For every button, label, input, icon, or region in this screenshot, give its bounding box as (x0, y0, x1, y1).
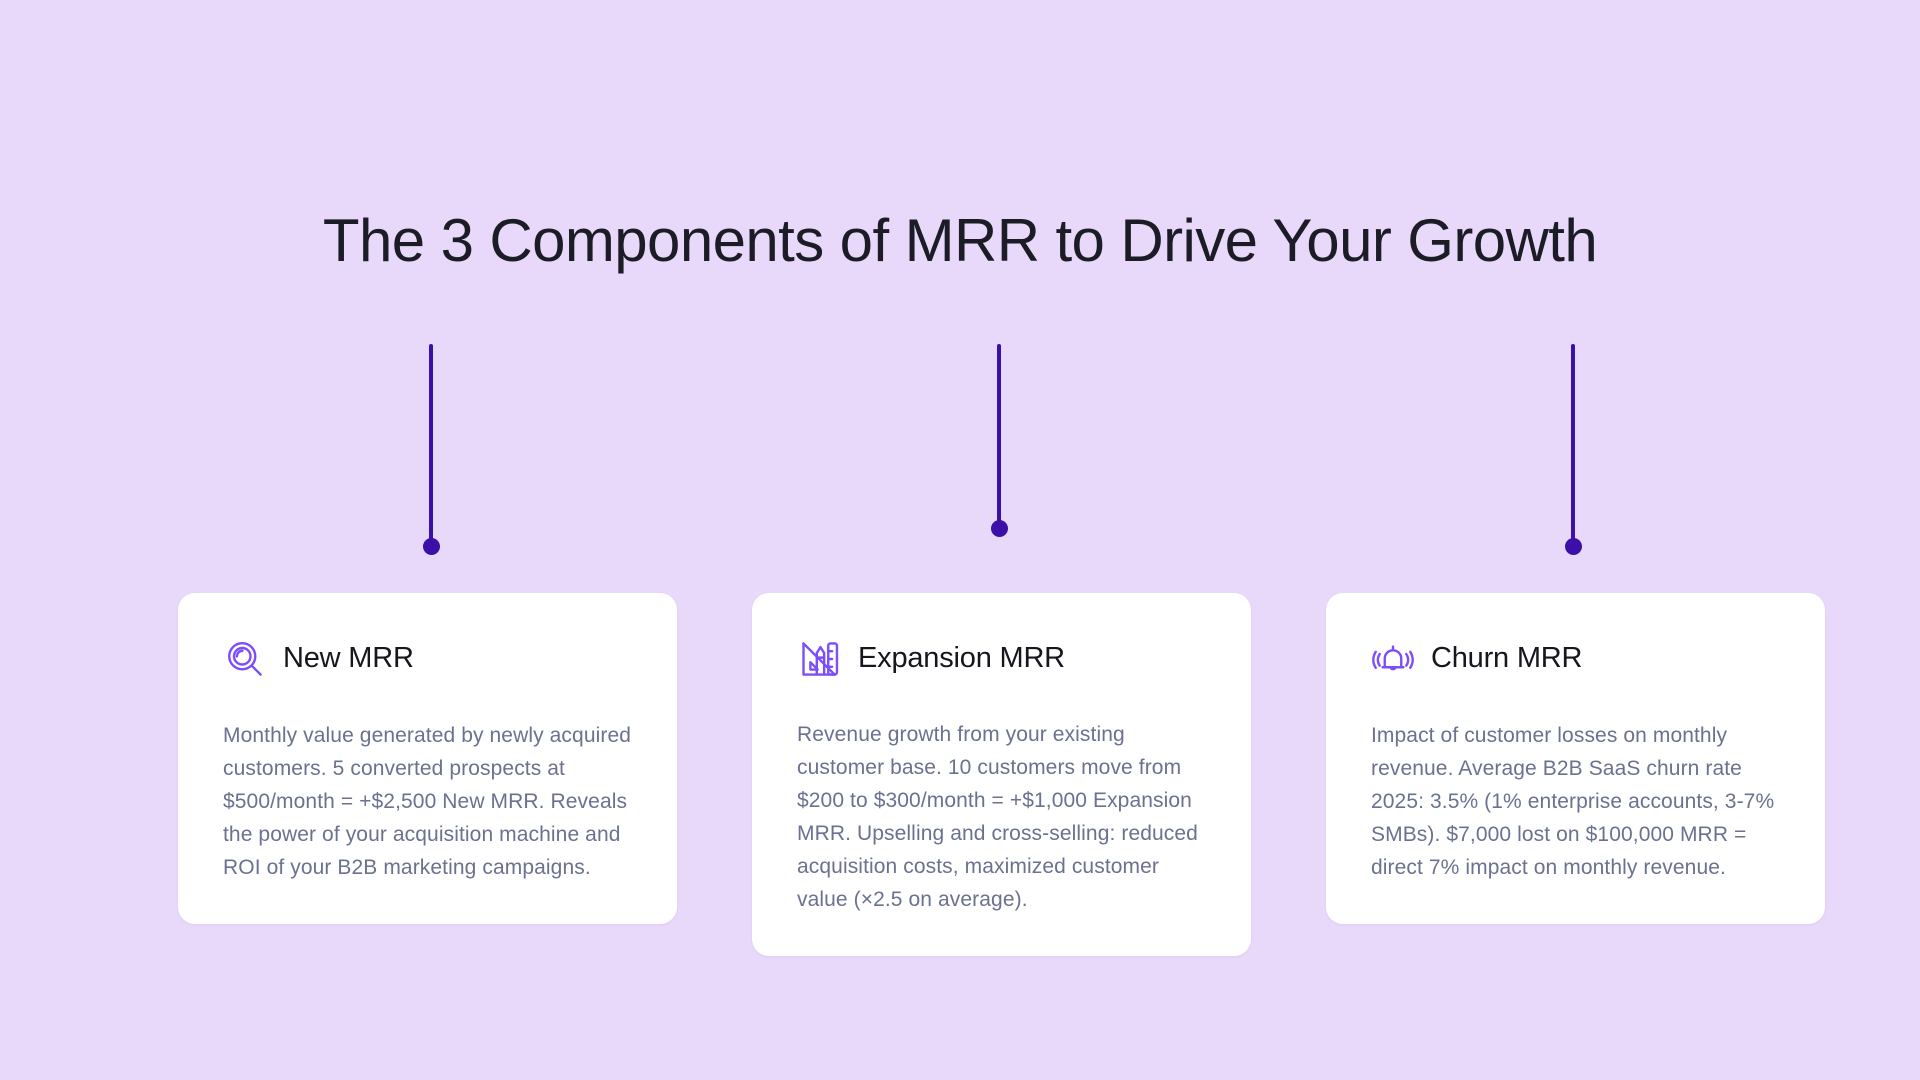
ringing-bell-icon (1371, 637, 1415, 681)
card-expansion-mrr: Expansion MRR Revenue growth from your e… (752, 593, 1251, 956)
connector-expansion-mrr (990, 344, 1008, 537)
connector-churn-mrr (1564, 344, 1582, 555)
card-header: New MRR (223, 637, 632, 681)
connector-dot (1564, 538, 1582, 555)
page-title: The 3 Components of MRR to Drive Your Gr… (322, 207, 1598, 274)
card-title: New MRR (283, 642, 414, 675)
connector-line (429, 344, 433, 540)
card-description: Monthly value generated by newly acquire… (223, 724, 632, 879)
card-new-mrr: New MRR Monthly value generated by newly… (178, 593, 677, 924)
card-title: Churn MRR (1431, 642, 1583, 675)
connector-dot (422, 538, 440, 555)
card-list: New MRR Monthly value generated by newly… (178, 593, 1825, 956)
magnifier-icon (223, 637, 267, 681)
card-header: Expansion MRR (797, 637, 1206, 681)
connector-line (997, 344, 1001, 522)
card-description: Impact of customer losses on monthly rev… (1371, 724, 1775, 879)
ruler-pencil-icon (798, 637, 842, 681)
connector-line (1571, 344, 1575, 540)
card-description: Revenue growth from your existing custom… (797, 723, 1198, 911)
connector-new-mrr (422, 344, 440, 555)
card-churn-mrr: Churn MRR Impact of customer losses on m… (1326, 593, 1825, 924)
card-header: Churn MRR (1371, 637, 1780, 681)
card-title: Expansion MRR (858, 642, 1065, 675)
connector-dot (990, 520, 1008, 537)
